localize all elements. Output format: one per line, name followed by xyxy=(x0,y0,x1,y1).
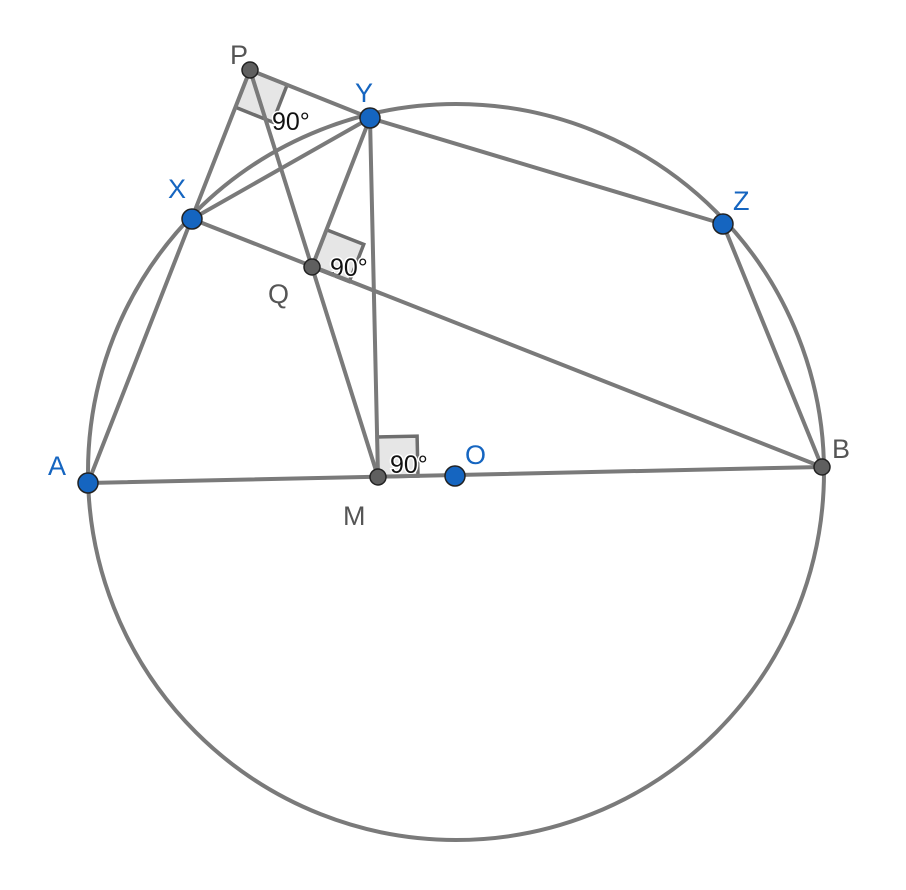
segment-ap xyxy=(86,68,252,485)
segment-py xyxy=(248,68,372,120)
point-q[interactable] xyxy=(303,258,321,276)
segment-ym xyxy=(368,116,380,479)
segment-yq xyxy=(310,116,372,269)
segment-zb xyxy=(721,222,824,469)
right-angle-label-p: 90° xyxy=(272,108,310,136)
segment-yz xyxy=(368,116,725,226)
point-a[interactable] xyxy=(77,472,99,494)
point-p[interactable] xyxy=(241,61,259,79)
point-z[interactable] xyxy=(712,213,734,235)
right-angle-label-q: 90° xyxy=(330,254,368,282)
point-label-a: A xyxy=(48,451,66,481)
point-x[interactable] xyxy=(181,208,203,230)
point-label-m: M xyxy=(343,501,366,531)
point-label-b: B xyxy=(832,434,850,464)
point-label-x: X xyxy=(168,174,186,204)
segment-xb xyxy=(190,217,824,469)
point-label-q: Q xyxy=(268,279,289,309)
point-label-y: Y xyxy=(355,78,373,108)
point-label-z: Z xyxy=(733,186,750,216)
point-o[interactable] xyxy=(444,465,466,487)
point-label-o: O xyxy=(465,440,486,470)
point-m[interactable] xyxy=(369,468,387,486)
point-label-p: P xyxy=(230,40,248,70)
point-y[interactable] xyxy=(359,107,381,129)
point-b[interactable] xyxy=(813,458,831,476)
